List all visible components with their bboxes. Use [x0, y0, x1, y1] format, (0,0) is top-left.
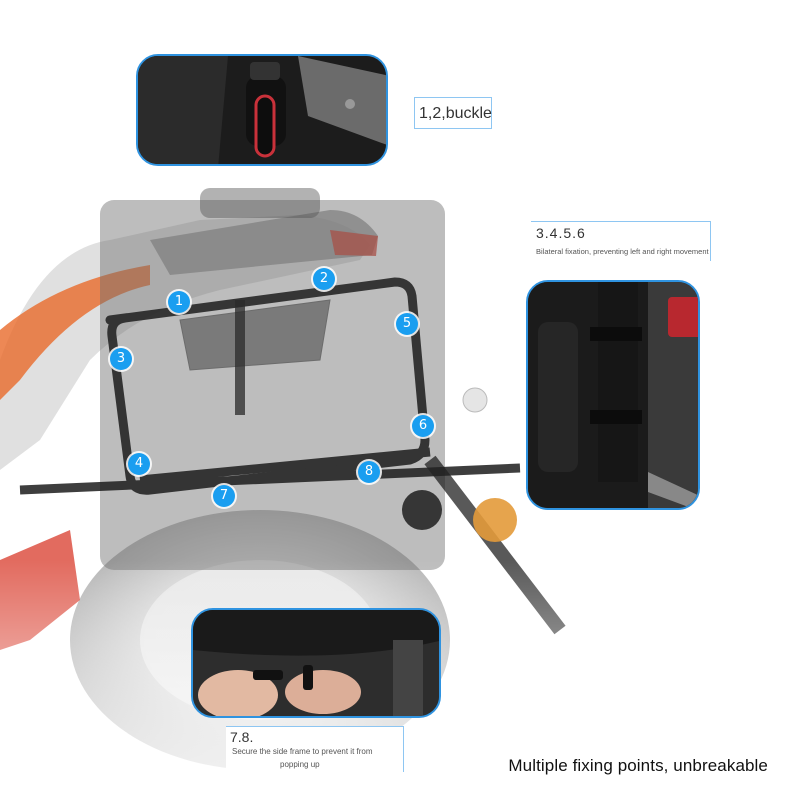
side-frame-desc-line2: popping up: [280, 760, 320, 769]
fixing-point-marker-5: 5: [396, 313, 418, 335]
bag-side-photo-art: [528, 282, 698, 508]
side-frame-label: 7.8. Secure the side frame to prevent it…: [226, 726, 404, 772]
bilateral-desc: Bilateral fixation, preventing left and …: [536, 247, 709, 256]
fixing-point-marker-6: 6: [412, 415, 434, 437]
fixing-point-marker-8: 8: [358, 461, 380, 483]
buckle-detail-photo: [136, 54, 388, 166]
side-frame-desc-line1: Secure the side frame to prevent it from: [232, 747, 373, 756]
side-frame-photo-art: [193, 610, 439, 716]
buckle-photo-art: [138, 56, 386, 164]
bilateral-fixation-photo: [526, 280, 700, 510]
fixing-point-marker-1: 1: [168, 291, 190, 313]
side-frame-photo: [191, 608, 441, 718]
fixing-point-marker-2: 2: [313, 268, 335, 290]
bilateral-label: 3.4.5.6 Bilateral fixation, preventing l…: [531, 221, 711, 261]
bilateral-title: 3.4.5.6: [536, 225, 586, 241]
fixing-point-marker-3: 3: [110, 348, 132, 370]
side-frame-title: 7.8.: [230, 729, 254, 745]
buckle-label: 1,2,buckle: [414, 97, 492, 129]
buckle-title: 1,2,buckle: [419, 105, 492, 122]
caption-text: Multiple fixing points, unbreakable: [508, 756, 768, 775]
fixing-point-marker-7: 7: [213, 485, 235, 507]
fixing-point-marker-4: 4: [128, 453, 150, 475]
